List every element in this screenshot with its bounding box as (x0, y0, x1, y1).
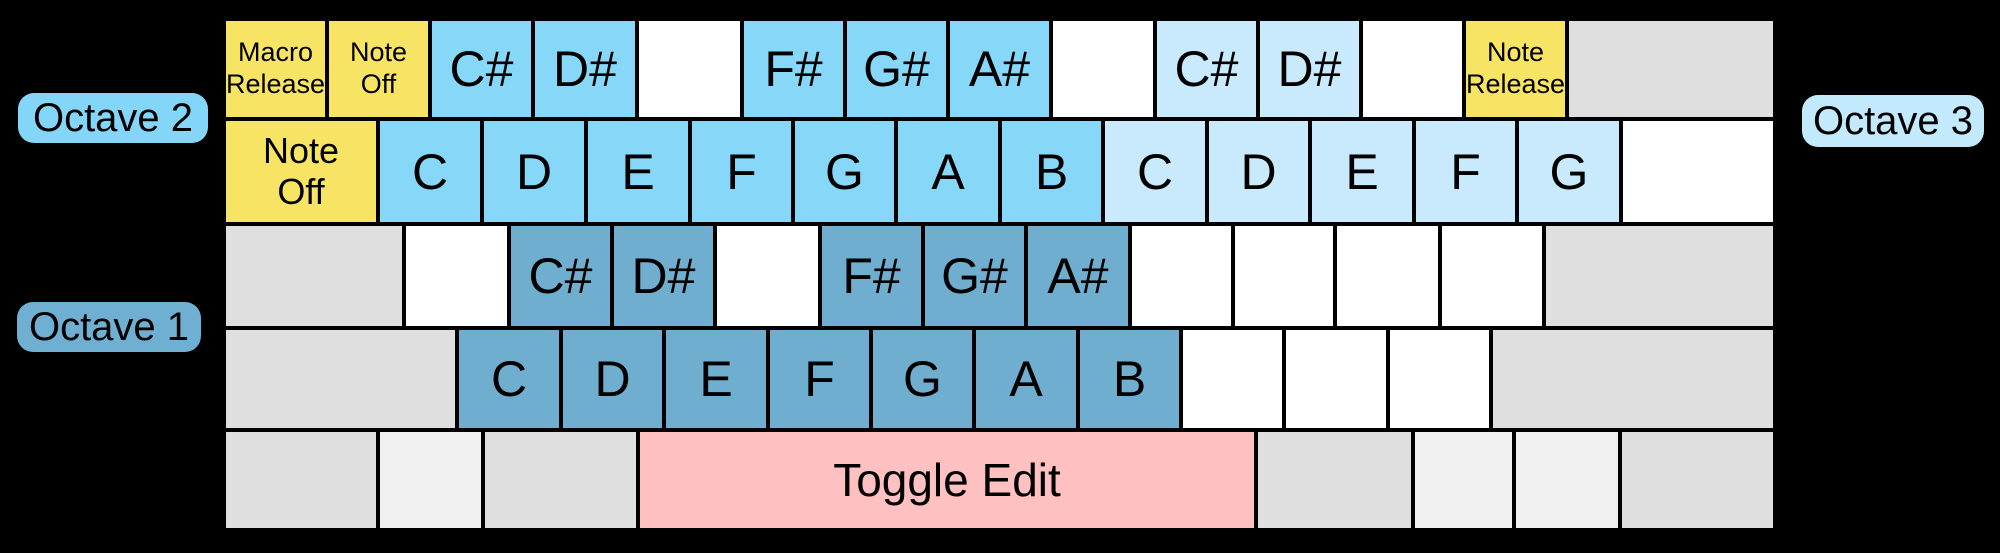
key-a-sharp-octave2: A# (948, 19, 1051, 119)
key-unmapped (1388, 328, 1491, 430)
key-f-octave1: F (768, 328, 871, 430)
key-a-sharp-octave1: A# (1026, 224, 1130, 328)
key-g-octave2: G (793, 119, 896, 224)
key-unmapped (1051, 19, 1155, 119)
key-b-octave2: B (1000, 119, 1103, 224)
key-e-octave1: E (664, 328, 768, 430)
key-c-octave1: C (457, 328, 561, 430)
key-gray-unlabeled (483, 430, 638, 530)
key-c-octave3: C (1103, 119, 1207, 224)
key-gray-unlabeled (1491, 328, 1775, 430)
key-g-sharp-octave1: G# (923, 224, 1026, 328)
key-gray-unlabeled (1567, 19, 1775, 119)
key-e-octave2: E (586, 119, 690, 224)
key-unmapped (1621, 119, 1775, 224)
key-d-octave2: D (482, 119, 586, 224)
key-unmapped (637, 19, 742, 119)
key-unmapped (404, 224, 509, 328)
key-gray-unlabeled (1514, 430, 1620, 530)
key-c-sharp-octave3: C# (1155, 19, 1258, 119)
key-gray-unlabeled (1544, 224, 1775, 328)
octave-1-label: Octave 1 (17, 302, 201, 352)
key-e-octave3: E (1310, 119, 1414, 224)
key-unmapped (1440, 224, 1544, 328)
key-gray-unlabeled (1256, 430, 1413, 530)
octave-3-label: Octave 3 (1802, 95, 1984, 147)
key-unmapped (1130, 224, 1233, 328)
key-g-octave1: G (871, 328, 974, 430)
key-d-octave1: D (561, 328, 664, 430)
key-d-octave3: D (1207, 119, 1310, 224)
key-f-octave2: F (690, 119, 793, 224)
key-gray-unlabeled (1620, 430, 1775, 530)
key-a-octave1: A (974, 328, 1078, 430)
key-d-sharp-octave3: D# (1258, 19, 1361, 119)
key-f-sharp-octave1: F# (820, 224, 923, 328)
key-gray-unlabeled (224, 430, 378, 530)
key-c-sharp-octave1: C# (509, 224, 612, 328)
key-c-octave2: C (378, 119, 482, 224)
key-unmapped (1233, 224, 1335, 328)
key-toggle-edit: Toggle Edit (638, 430, 1256, 530)
key-f-sharp-octave2: F# (742, 19, 845, 119)
key-d-sharp-octave2: D# (533, 19, 637, 119)
key-unmapped (715, 224, 820, 328)
key-unmapped (1181, 328, 1284, 430)
key-d-sharp-octave1: D# (612, 224, 715, 328)
key-b-octave1: B (1078, 328, 1181, 430)
key-unmapped (1335, 224, 1440, 328)
key-gray-unlabeled (224, 328, 457, 430)
key-a-octave2: A (896, 119, 1000, 224)
key-g-sharp-octave2: G# (845, 19, 948, 119)
key-unmapped (1361, 19, 1464, 119)
key-c-sharp-octave2: C# (430, 19, 533, 119)
octave-2-label: Octave 2 (18, 93, 208, 143)
key-unmapped (1284, 328, 1388, 430)
key-g-octave3: G (1517, 119, 1621, 224)
key-gray-unlabeled (224, 224, 404, 328)
key-gray-unlabeled (1413, 430, 1514, 530)
key-f-octave3: F (1414, 119, 1517, 224)
key-gray-unlabeled (378, 430, 483, 530)
